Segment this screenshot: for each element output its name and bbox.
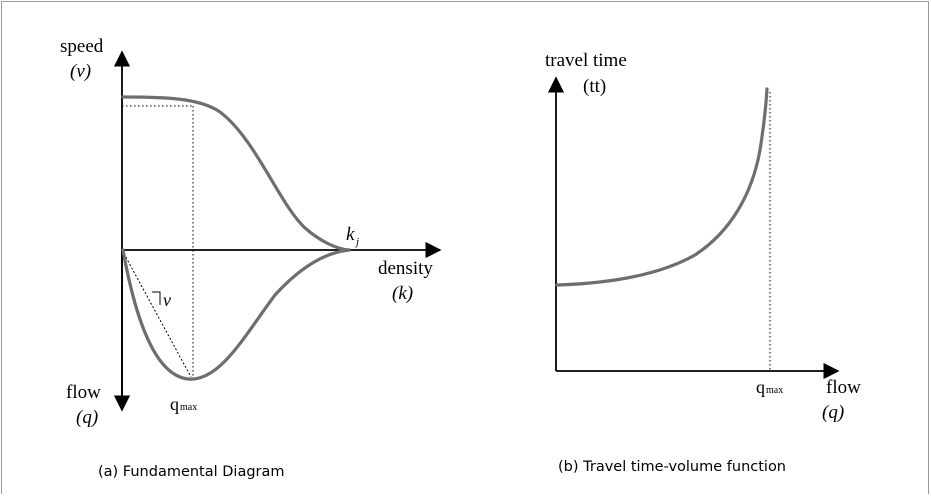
flow-density-curve [121,248,351,381]
flow-label: flow [66,382,101,403]
qmax-sub-b: max [766,385,783,396]
qmax-base-b: q [756,377,765,397]
speed-slope-line [121,249,192,378]
travel-time-label: travel time [545,50,627,71]
caption-a: (a) Fundamental Diagram [98,464,285,480]
flow-label-b: flow [826,377,861,398]
flow-symbol-b: (q) [822,402,844,423]
caption-b: (b) Travel time-volume function [558,459,786,475]
fundamental-diagram: speed (v) k j density (k) v flow (q) q m… [60,36,442,480]
flow-symbol: (q) [76,407,98,428]
travel-time-curve [555,87,769,287]
jam-density-sub: j [354,236,359,248]
slope-bracket [152,291,161,305]
travel-time-diagram: travel time (tt) q max flow (q) (b) Trav… [545,50,861,475]
qmax-sub: max [180,402,197,413]
density-label: density [378,258,433,279]
speed-label: speed [60,36,104,57]
jam-density-base: k [346,224,355,245]
speed-density-curve [121,95,351,252]
travel-time-symbol: (tt) [583,76,606,97]
qmax-base: q [170,394,179,414]
density-symbol: (k) [392,283,413,304]
speed-symbol: (v) [70,61,91,82]
slope-symbol: v [163,290,171,310]
